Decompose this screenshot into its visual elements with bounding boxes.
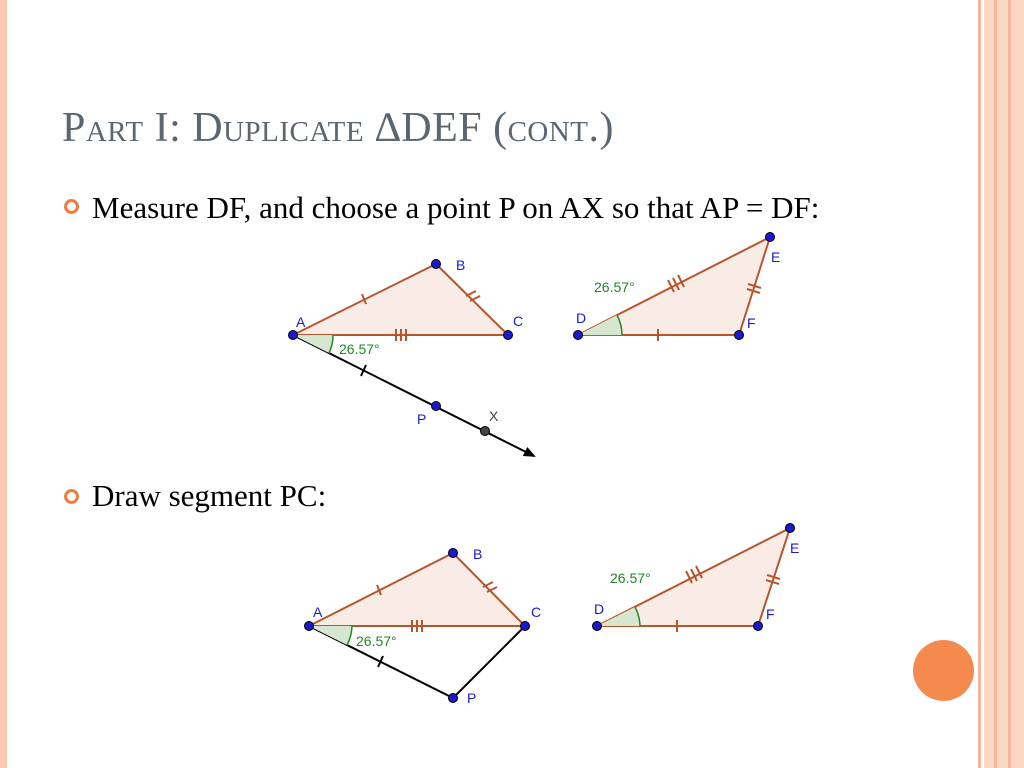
tick-ab xyxy=(361,293,367,305)
angle-label-d-2: 26.57° xyxy=(610,570,651,586)
label-a-2: A xyxy=(313,604,323,620)
label-d: D xyxy=(576,310,586,326)
point-a xyxy=(288,330,298,340)
point-a-2 xyxy=(304,621,314,631)
bullet-1: Measure DF, and choose a point P on AX s… xyxy=(92,190,820,225)
point-f xyxy=(734,330,744,340)
tick-ab-2 xyxy=(376,584,382,596)
angle-label-a: 26.57° xyxy=(339,341,380,357)
tick-ef xyxy=(746,283,762,294)
label-f: F xyxy=(747,315,756,331)
bullet-2: Draw segment PC: xyxy=(92,478,327,513)
label-p: P xyxy=(417,411,426,427)
right-border-stripes xyxy=(976,0,1024,768)
left-border xyxy=(0,0,7,768)
figure-2: A B C P 26.57° D E F 26.57° xyxy=(304,523,799,706)
figure-1: A B C P X 26.57° D E F 26.57° xyxy=(288,232,780,457)
decorative-circle xyxy=(913,640,974,701)
bullet-marker-1 xyxy=(64,199,79,214)
tick-de xyxy=(667,274,685,293)
label-c-2: C xyxy=(531,604,541,620)
tick-bc-2 xyxy=(482,581,498,593)
slide-title: Part I: Duplicate ∆DEF (cont.) xyxy=(62,105,615,151)
tick-ac xyxy=(395,329,407,341)
tick-ef-2 xyxy=(765,574,781,585)
label-a: A xyxy=(296,314,306,330)
point-p-2 xyxy=(448,693,458,703)
tick-ap-2 xyxy=(377,655,384,668)
point-p xyxy=(431,401,441,411)
label-c: C xyxy=(513,313,523,329)
point-b-2 xyxy=(448,548,458,558)
point-x xyxy=(480,426,490,436)
angle-marker-a-2 xyxy=(309,626,352,645)
label-f-2: F xyxy=(766,606,775,622)
point-b xyxy=(431,259,441,269)
tick-de-2 xyxy=(685,565,703,584)
angle-marker-d xyxy=(578,315,622,335)
angle-label-d: 26.57° xyxy=(594,279,635,295)
point-d-2 xyxy=(592,621,602,631)
label-x: X xyxy=(489,408,499,424)
point-f-2 xyxy=(753,621,763,631)
triangle-abc xyxy=(292,262,511,336)
angle-marker-a xyxy=(293,335,334,353)
label-d-2: D xyxy=(594,601,604,617)
label-b-2: B xyxy=(473,546,482,562)
point-e xyxy=(765,232,775,242)
tick-ac-2 xyxy=(411,620,423,632)
point-c-2 xyxy=(520,621,530,631)
angle-label-a-2: 26.57° xyxy=(356,633,397,649)
label-p-2: P xyxy=(467,690,476,706)
point-c xyxy=(503,330,513,340)
label-b: B xyxy=(456,257,465,273)
segment-pc xyxy=(452,625,526,699)
label-e-2: E xyxy=(790,540,799,556)
point-e-2 xyxy=(785,523,795,533)
ray-ax xyxy=(292,334,536,457)
tick-bc xyxy=(465,290,481,302)
point-d xyxy=(573,330,583,340)
angle-marker-d-2 xyxy=(597,607,640,626)
bullet-marker-2 xyxy=(64,489,79,504)
label-e: E xyxy=(771,249,780,265)
tick-ap xyxy=(360,364,367,377)
